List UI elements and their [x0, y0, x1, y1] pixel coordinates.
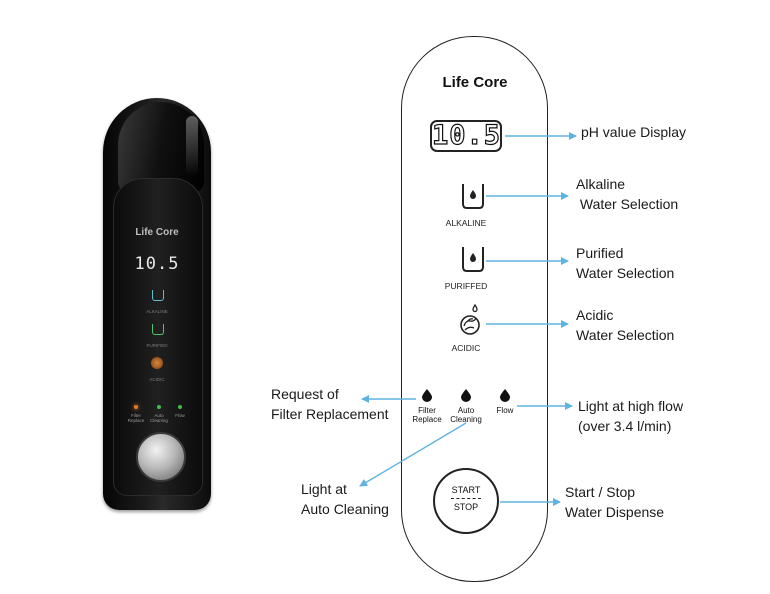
device-filter-label: Filter Replace	[127, 413, 145, 423]
flow-label: Flow	[496, 406, 514, 415]
device-brand-logo: Life Core	[135, 227, 179, 238]
callout-alkaline-line1: Alkaline	[576, 176, 626, 192]
device-acidic-icon	[151, 357, 163, 369]
purified-cup-icon[interactable]	[459, 245, 487, 273]
acidic-label: ACIDIC	[451, 343, 481, 353]
callout-flow-line1: Light at high flow	[578, 398, 684, 414]
alkaline-label: ALKALINE	[445, 218, 487, 228]
callout-acidic: Acidic Water Selection	[576, 305, 674, 345]
callout-filter: Request of Filter Replacement	[271, 384, 389, 424]
callout-start: Start / Stop Water Dispense	[565, 482, 664, 522]
filter-replace-drop-icon	[422, 389, 432, 402]
callout-auto-line1: Light at	[301, 481, 347, 497]
filter-replace-label: Filter Replace	[407, 406, 447, 424]
filter-replace-label-line1: Filter	[418, 406, 436, 415]
device-alkaline-label: ALKALINE	[146, 309, 168, 314]
device-hood	[118, 102, 204, 192]
purified-label: PURIFFED	[444, 281, 488, 291]
arrow-auto	[359, 422, 467, 487]
callout-ph: pH value Display	[581, 124, 687, 140]
callout-auto-line2: Auto Cleaning	[301, 501, 389, 517]
callout-auto: Light at Auto Cleaning	[301, 479, 389, 519]
flow-drop-icon	[500, 389, 510, 402]
callout-acidic-line2: Water Selection	[576, 327, 675, 343]
callout-flow: Light at high flow (over 3.4 l/min)	[578, 396, 683, 436]
callout-filter-line1: Request of	[271, 386, 339, 402]
device-flow-led	[178, 405, 182, 409]
callout-alkaline-line2: Water Selection	[576, 196, 679, 212]
device-alkaline-icon	[152, 290, 164, 301]
device-auto-label: Auto Cleaning	[150, 413, 168, 423]
auto-cleaning-label: Auto Cleaning	[446, 406, 486, 424]
auto-cleaning-label-line2: Cleaning	[450, 415, 482, 424]
acidic-hands-icon[interactable]	[456, 304, 486, 336]
filter-replace-label-line2: Replace	[412, 415, 442, 424]
device-flow-label: Flow	[175, 413, 185, 418]
device-purified-icon	[152, 324, 164, 335]
callout-purified: Purified Water Selection	[576, 243, 674, 283]
device-ph-display: 10.5	[134, 254, 180, 274]
alkaline-cup-icon[interactable]	[459, 182, 487, 210]
panel-brand-logo: Life Core	[442, 74, 508, 91]
callout-purified-line1: Purified	[576, 245, 624, 261]
device-dispense-knob[interactable]	[136, 432, 186, 482]
stop-label: STOP	[453, 502, 479, 512]
auto-cleaning-label-line1: Auto	[457, 406, 475, 415]
auto-cleaning-drop-icon	[461, 389, 471, 402]
start-stop-divider	[451, 498, 481, 499]
start-label: START	[451, 485, 481, 495]
callout-filter-line2: Filter Replacement	[271, 406, 389, 422]
callout-alkaline: Alkaline Water Selection	[576, 174, 678, 214]
device-filter-led	[134, 405, 138, 409]
device-purified-label: PURIFIED	[146, 343, 168, 348]
callout-start-line1: Start / Stop	[565, 484, 636, 500]
callout-flow-line2: (over 3.4 l/min)	[578, 418, 672, 434]
device-highlight	[186, 116, 198, 176]
start-stop-button[interactable]	[433, 468, 499, 534]
device-acidic-label: ACIDIC	[149, 377, 165, 382]
ph-value-display: 10.5	[430, 120, 502, 152]
callout-start-line2: Water Dispense	[565, 504, 665, 520]
callout-acidic-line1: Acidic	[576, 307, 614, 323]
callout-purified-line2: Water Selection	[576, 265, 675, 281]
device-auto-led	[157, 405, 161, 409]
